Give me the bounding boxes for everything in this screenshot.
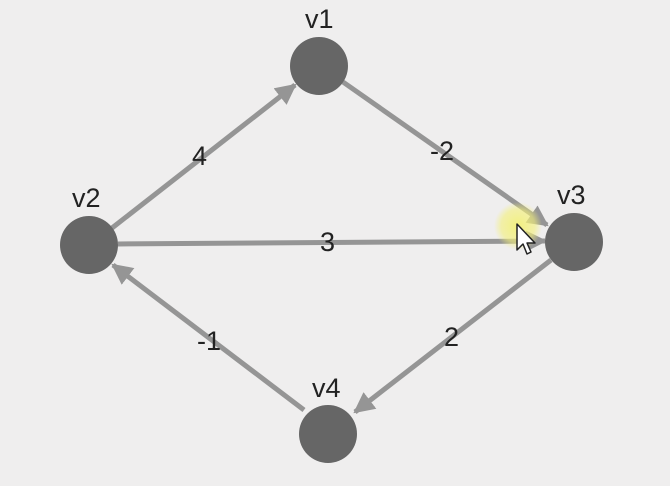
edge-weight-v1-v3: -2 xyxy=(430,136,454,166)
node-v4[interactable] xyxy=(299,405,357,463)
edge-weight-v3-v4: 2 xyxy=(444,322,459,352)
edge-weight-v4-v2: -1 xyxy=(197,326,221,356)
node-labels: v1 v2 v3 v4 xyxy=(72,4,586,403)
edge-v3-v4 xyxy=(353,258,553,414)
node-v3[interactable] xyxy=(545,213,603,271)
node-label-v1: v1 xyxy=(305,4,334,34)
edge-weights: 4 -2 3 2 -1 xyxy=(192,136,459,356)
node-v1[interactable] xyxy=(290,37,348,95)
mouse-pointer-icon xyxy=(516,223,536,255)
node-label-v4: v4 xyxy=(312,373,341,403)
nodes xyxy=(60,37,603,463)
node-v2[interactable] xyxy=(60,216,118,274)
edge-v1-v3 xyxy=(341,79,549,228)
edge-weight-v2-v3: 3 xyxy=(320,227,335,257)
edge-v4-v2 xyxy=(111,263,306,412)
node-label-v2: v2 xyxy=(72,183,101,213)
node-label-v3: v3 xyxy=(557,180,586,210)
edge-v2-v3 xyxy=(117,230,548,252)
edge-v2-v1 xyxy=(110,83,297,230)
edge-weight-v2-v1: 4 xyxy=(192,141,207,171)
edges xyxy=(110,79,553,414)
